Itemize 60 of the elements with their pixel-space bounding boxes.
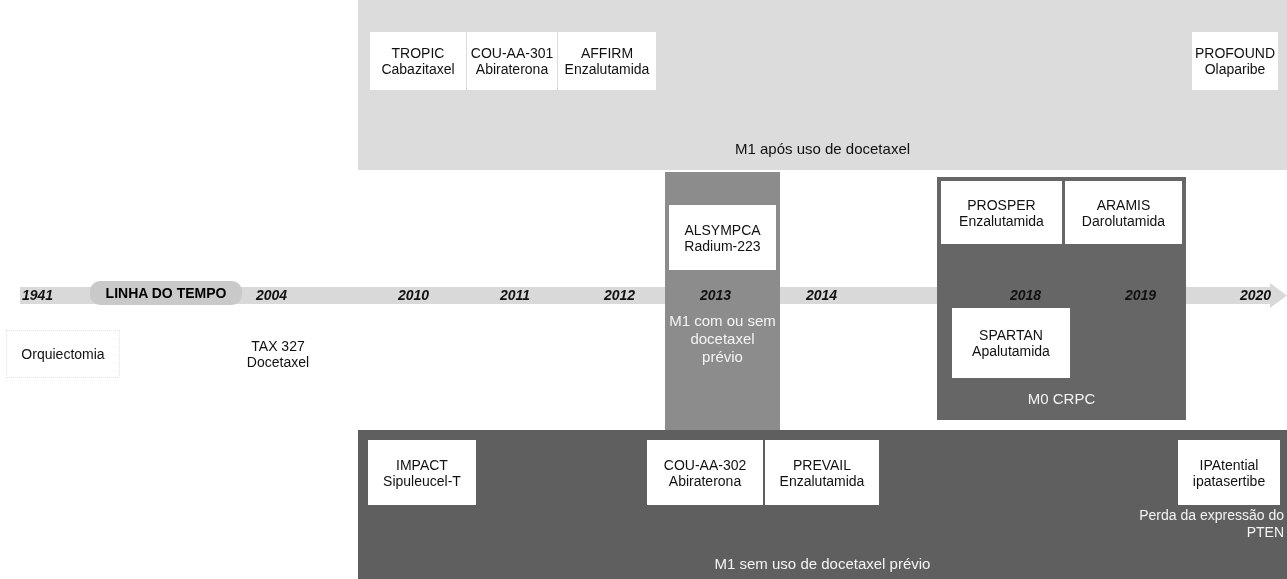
trial-box: [952, 308, 1070, 378]
trial-name: ALSYMPCA: [684, 221, 761, 238]
drug-name: Radium-223: [684, 237, 761, 254]
category-band: [358, 0, 1287, 170]
drug-name: Enzalutamida: [779, 472, 865, 489]
trial-name: IMPACT: [396, 456, 448, 473]
trial-box: [765, 440, 879, 505]
trial-name: AFFIRM: [580, 45, 634, 61]
drug-name: Olaparibe: [1204, 61, 1266, 77]
year-label: 2014: [806, 287, 838, 303]
year-label: 2010: [398, 287, 430, 303]
drug-name: Abiraterona: [668, 472, 742, 489]
trial-box: [368, 440, 476, 505]
drug-name: Apalutamida: [972, 343, 1050, 359]
trial-name: IPAtential: [1199, 456, 1259, 473]
timeline-title: LINHA DO TEMPO: [90, 281, 242, 305]
year-label: 2004: [256, 287, 288, 303]
trial-name: PROSPER: [967, 196, 1036, 213]
category-band: [358, 430, 1287, 579]
trial-box: [941, 181, 1062, 244]
drug-name: Abiraterona: [475, 61, 549, 77]
treatment-label: [6, 330, 120, 378]
trial-box: [647, 440, 763, 505]
drug-name: Sipuleucel-T: [383, 472, 461, 489]
drug-name: Darolutamida: [1081, 212, 1166, 229]
category-label: M1 após uso de docetaxel: [733, 140, 912, 158]
year-label: 2013: [700, 287, 732, 303]
trial-box: [1065, 181, 1182, 244]
year-label: 2011: [500, 287, 531, 303]
trial-name: TAX 327: [251, 338, 305, 354]
trial-box: [467, 32, 557, 90]
year-label: 1941: [22, 287, 54, 303]
trial-box: [1178, 440, 1280, 505]
drug-name: Enzalutamida: [959, 212, 1044, 229]
category-panel: [937, 177, 1186, 420]
category-panel: [665, 172, 780, 430]
drug-name: Cabazitaxel: [381, 61, 455, 77]
category-label: M1 com ou sem docetaxel prévio: [668, 312, 777, 366]
trial-name: TROPIC: [391, 45, 445, 61]
category-label: M0 CRPC: [1026, 390, 1097, 408]
trial-name: SPARTAN: [979, 327, 1043, 343]
trial-box: [370, 32, 466, 90]
trial-name: ARAMIS: [1096, 196, 1151, 213]
trial-name: COU-AA-301: [470, 45, 554, 61]
year-label: 2020: [1240, 287, 1272, 303]
year-label: 2012: [604, 287, 636, 303]
note-text: Perda da expressão do PTEN: [1138, 507, 1284, 541]
trial-box: [558, 32, 656, 90]
trial-name: PREVAIL: [792, 456, 852, 473]
drug-name: Enzalutamida: [564, 61, 650, 77]
trial-box: [1192, 32, 1278, 90]
trial-name: PROFOUND: [1194, 45, 1276, 61]
drug-name: ipatasertibe: [1192, 472, 1266, 489]
year-label: 2018: [1010, 287, 1042, 303]
drug-name: Docetaxel: [246, 354, 310, 370]
trial-box: [669, 205, 776, 270]
category-label: M1 sem uso de docetaxel prévio: [713, 555, 932, 573]
trial-name: COU-AA-302: [663, 456, 747, 473]
trial-name: Orquiectomia: [21, 346, 105, 362]
year-label: 2019: [1125, 287, 1157, 303]
